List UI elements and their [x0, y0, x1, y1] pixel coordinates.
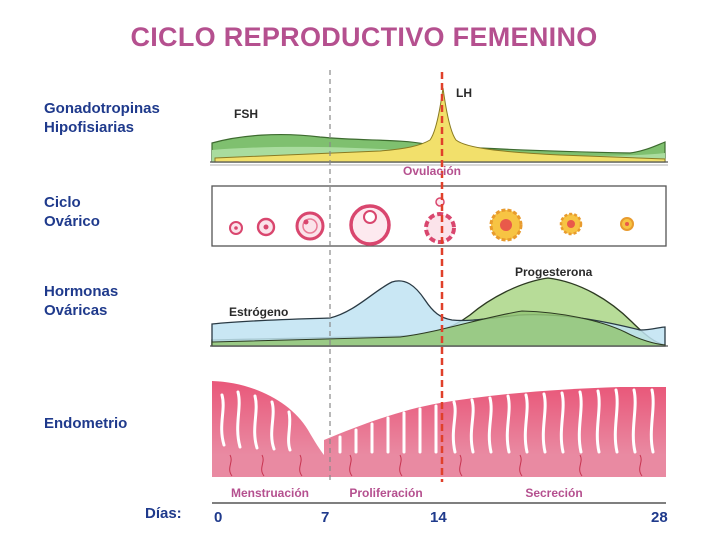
corpus-luteum-2: [559, 212, 583, 236]
endometrial-vessels: [229, 454, 643, 477]
days-axis-label: Días:: [145, 505, 182, 522]
follicle-3: [295, 211, 325, 241]
ovulation-label: Ovulación: [403, 164, 462, 178]
lh-curve: [214, 87, 666, 163]
lh-label: LH: [456, 86, 472, 100]
row-label-line: Hipofisiarias: [44, 119, 135, 136]
day-tick-14: 14: [430, 509, 447, 526]
endometrium-shedding: [212, 381, 324, 455]
row-label-line: Ováricas: [44, 302, 108, 319]
diagram-title: CICLO REPRODUCTIVO FEMENINO: [130, 22, 598, 52]
ovulating-follicle: [424, 197, 456, 244]
row-label-gonadotropinas: Gonadotropinas Hipofisiarias: [44, 99, 160, 137]
row-label-ciclo-ovarico: Ciclo Ovárico: [44, 193, 100, 231]
phase-menstruation: Menstruación: [230, 486, 309, 500]
row-label-line: Ciclo: [44, 194, 81, 211]
phase-secretion: Secreción: [525, 486, 583, 500]
estrogen-label: Estrógeno: [229, 305, 289, 319]
ovarian-hormone-panel: [210, 277, 668, 347]
endometrial-glands: [220, 388, 655, 454]
row-label-line: Gonadotropinas: [44, 100, 160, 117]
endometrium-panel: [212, 381, 666, 477]
phase-proliferation: Proliferación: [349, 486, 423, 500]
row-label-hormonas: Hormonas Ováricas: [44, 282, 118, 320]
row-label-endometrio: Endometrio: [44, 415, 128, 432]
fsh-label: FSH: [234, 107, 258, 121]
follicle-2: [256, 217, 276, 237]
row-label-line: Ovárico: [44, 213, 100, 230]
day-tick-7: 7: [321, 509, 330, 526]
endometrium-base-layer: [212, 455, 666, 477]
progesterone-label: Progesterona: [515, 265, 593, 279]
day-tick-0: 0: [214, 509, 223, 526]
gonadotropin-panel: [210, 87, 668, 166]
row-label-line: Hormonas: [44, 283, 119, 300]
follicle-4: [349, 204, 391, 246]
phase-band: [212, 482, 666, 502]
ovarian-panel: [211, 185, 667, 247]
corpus-albicans: [620, 217, 634, 231]
progesterone-lower-curve: [211, 310, 666, 347]
day-tick-28: 28: [651, 509, 668, 526]
corpus-luteum-1: [489, 208, 523, 242]
follicle-1: [229, 221, 243, 235]
